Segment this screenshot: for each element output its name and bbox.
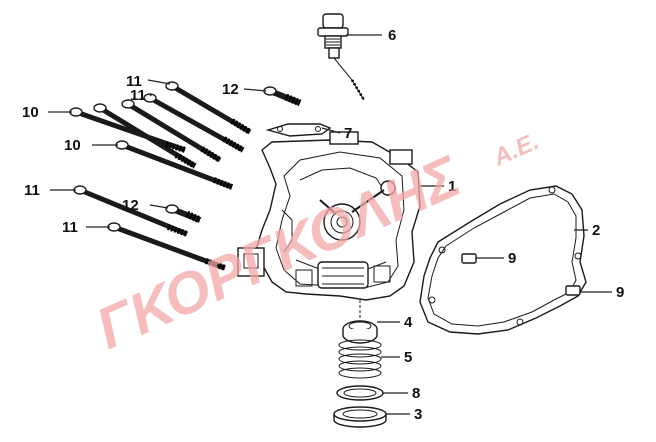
callout-11-bottom: 11 bbox=[62, 219, 78, 236]
callout-12-top: 12 bbox=[222, 81, 239, 98]
callout-9-lower: 9 bbox=[616, 284, 624, 301]
callout-11-second: 11 bbox=[130, 87, 146, 104]
callout-4: 4 bbox=[404, 314, 413, 331]
spring-5[interactable] bbox=[338, 339, 382, 379]
oil-dipstick-cap[interactable] bbox=[317, 13, 366, 101]
callout-11-lower: 11 bbox=[24, 182, 40, 199]
washer-8[interactable] bbox=[336, 385, 384, 401]
small-gasket[interactable] bbox=[265, 123, 332, 137]
callout-8: 8 bbox=[412, 385, 420, 402]
callout-3: 3 bbox=[414, 406, 422, 423]
cover-gasket[interactable] bbox=[419, 185, 587, 335]
callout-12-middle: 12 bbox=[122, 197, 139, 214]
callout-5: 5 bbox=[404, 349, 412, 366]
callout-2: 2 bbox=[592, 222, 600, 239]
bolt-11-second[interactable] bbox=[143, 93, 245, 153]
watermark-suffix: Α.Ε. bbox=[489, 128, 544, 172]
bolt-12-middle[interactable] bbox=[165, 204, 202, 224]
callout-1: 1 bbox=[448, 178, 456, 195]
bolt-12-top[interactable] bbox=[263, 86, 302, 107]
callout-10-top: 10 bbox=[22, 104, 39, 121]
dowel-pin-upper[interactable] bbox=[461, 253, 477, 264]
oil-seal-3[interactable] bbox=[333, 406, 387, 428]
callout-9-upper: 9 bbox=[508, 250, 516, 267]
callout-7: 7 bbox=[344, 125, 352, 142]
callout-10-lower: 10 bbox=[64, 137, 81, 154]
crankcase-cover[interactable] bbox=[237, 131, 421, 301]
callout-11-top: 11 bbox=[126, 73, 142, 90]
bolt-third[interactable] bbox=[121, 99, 222, 163]
seal-4[interactable] bbox=[342, 320, 378, 344]
dowel-pin-lower[interactable] bbox=[565, 285, 581, 296]
callout-6: 6 bbox=[388, 27, 396, 44]
